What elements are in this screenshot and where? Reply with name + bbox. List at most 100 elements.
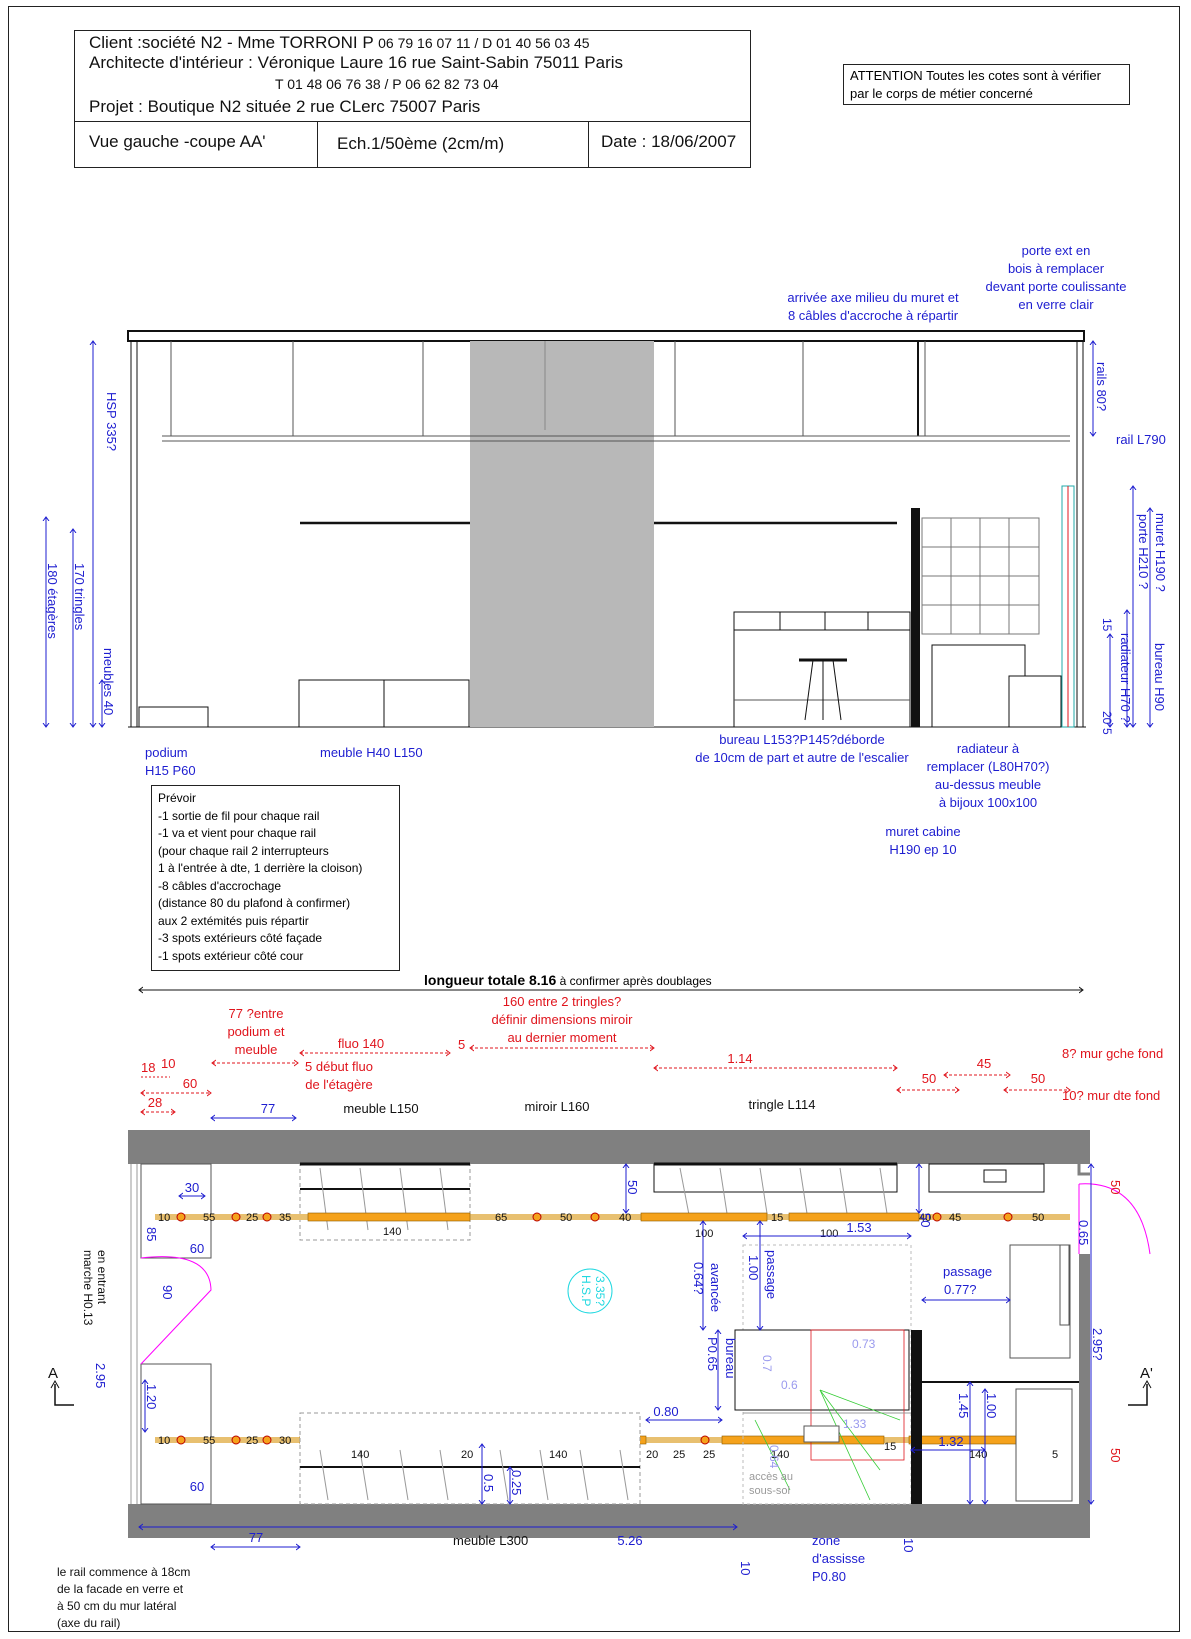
blue-passage2: passage bbox=[943, 1264, 992, 1279]
blue-bureau-v: P0.65 bbox=[705, 1337, 720, 1371]
bijoux-plan bbox=[1015, 1388, 1073, 1502]
bureau-plan bbox=[734, 1329, 910, 1411]
prevoir-box: Prévoir-1 sortie de fil pour chaque rail… bbox=[151, 785, 400, 971]
red-160-3: au dernier moment bbox=[507, 1030, 616, 1045]
date-label: Date : 18/06/2007 bbox=[601, 132, 737, 151]
svg-text:25: 25 bbox=[703, 1449, 715, 1461]
blue-080: 0.80 bbox=[653, 1404, 678, 1419]
podium-plan-bottom bbox=[140, 1363, 212, 1505]
scale-label: Ech.1/50ème (2cm/m) bbox=[337, 134, 505, 153]
label-bureau-2: de 10cm de part et autre de l'escalier bbox=[695, 750, 909, 765]
blue-120: 1.20 bbox=[144, 1384, 159, 1409]
note-axe-1: arrivée axe milieu du muret et bbox=[787, 290, 959, 305]
blue-avancee-v: 0.64? bbox=[691, 1262, 706, 1295]
red-10: 10 bbox=[161, 1056, 175, 1071]
red-160-2: définir dimensions miroir bbox=[492, 1012, 634, 1027]
label-podium-2: H15 P60 bbox=[145, 763, 196, 778]
svg-text:25: 25 bbox=[246, 1435, 258, 1447]
meuble-bijoux-elev bbox=[1008, 675, 1062, 728]
dim-etageres: 180 étagères bbox=[45, 563, 60, 639]
red-gche: 8? mur gche fond bbox=[1062, 1046, 1163, 1061]
ceiling-slab bbox=[127, 330, 1085, 342]
blue-zone-3: P0.80 bbox=[812, 1569, 846, 1584]
dim-meubles: meubles 40 bbox=[101, 648, 116, 715]
muret-cabine-plan bbox=[911, 1330, 922, 1504]
section-a2-arrow bbox=[1128, 1384, 1148, 1406]
red-77-1: 77 ?entre bbox=[229, 1006, 284, 1021]
left-note-2: marche H0.13 bbox=[81, 1250, 95, 1326]
label-radiateur-3: au-dessus meuble bbox=[935, 777, 1041, 792]
svg-text:20: 20 bbox=[461, 1449, 473, 1461]
dim-rail-l790: rail L790 bbox=[1116, 432, 1166, 447]
red-77-3: meuble bbox=[235, 1042, 278, 1057]
note-axe-2: 8 câbles d'accroche à répartir bbox=[788, 308, 959, 323]
blue-025: 0.25 bbox=[509, 1470, 524, 1495]
note-porte-1: porte ext en bbox=[1022, 243, 1091, 258]
red-fluo: fluo 140 bbox=[338, 1036, 384, 1051]
label-muret-1: muret cabine bbox=[885, 824, 960, 839]
client-line: Client :société N2 - Mme TORRONI P 06 79… bbox=[89, 33, 590, 52]
blue-passage2-v: 0.77? bbox=[944, 1282, 977, 1297]
label-radiateur-4: à bijoux 100x100 bbox=[939, 795, 1037, 810]
blue-avancee: avancée bbox=[708, 1263, 723, 1312]
blue-zone-2: d'assisse bbox=[812, 1551, 865, 1566]
red-60: 60 bbox=[183, 1076, 197, 1091]
label-podium-1: podium bbox=[145, 745, 188, 760]
svg-text:55: 55 bbox=[203, 1212, 215, 1224]
blue-passage-v: 1.00 bbox=[746, 1255, 761, 1280]
dim-radiateur: radiateur H70 ? bbox=[1118, 633, 1133, 723]
blue-bureau: bureau bbox=[723, 1338, 738, 1378]
svg-text:100: 100 bbox=[695, 1228, 713, 1240]
meuble-bottom-plan bbox=[299, 1412, 641, 1505]
svg-text:100: 100 bbox=[820, 1228, 838, 1240]
blue-10a: 10 bbox=[738, 1561, 753, 1575]
label-meuble-l150: meuble L150 bbox=[343, 1101, 418, 1116]
podium-plan-top bbox=[140, 1163, 212, 1259]
architect-phones: T 01 48 06 76 38 / P 06 62 82 73 04 bbox=[275, 76, 499, 92]
dim-5: 5 bbox=[1100, 728, 1114, 735]
svg-text:50: 50 bbox=[560, 1212, 572, 1224]
blue-065: 0.65 bbox=[1076, 1220, 1091, 1245]
zone-assise bbox=[742, 1244, 912, 1505]
note-porte-3: devant porte coulissante bbox=[986, 279, 1127, 294]
dim-bureau-h90: bureau H90 bbox=[1152, 643, 1167, 711]
label-bureau-1: bureau L153?P145?déborde bbox=[719, 732, 885, 747]
red-debut-1: 5 début fluo bbox=[305, 1059, 373, 1074]
bottom-note-2: de la facade en verre et bbox=[57, 1582, 184, 1596]
svg-text:25: 25 bbox=[673, 1449, 685, 1461]
sous-sol-2: sous-sol bbox=[749, 1485, 790, 1497]
section-a: A bbox=[48, 1365, 58, 1382]
bottom-note-4: (axe du rail) bbox=[57, 1616, 120, 1630]
svg-text:55: 55 bbox=[203, 1435, 215, 1447]
svg-text:50: 50 bbox=[1032, 1212, 1044, 1224]
svg-text:65: 65 bbox=[495, 1212, 507, 1224]
entrance-door-arc bbox=[140, 1256, 212, 1365]
blue-85: 85 bbox=[144, 1227, 159, 1241]
project-line: Projet : Boutique N2 située 2 rue CLerc … bbox=[89, 97, 481, 116]
blue-50-top: 50 bbox=[625, 1180, 640, 1194]
wall-right bbox=[1079, 1254, 1090, 1504]
left-note-1: en entrant bbox=[95, 1250, 109, 1305]
muret-cabine-elev bbox=[911, 508, 920, 727]
total-length-label: longueur totale 8.16 à confirmer après d… bbox=[424, 972, 712, 988]
meuble-elev-1 bbox=[298, 679, 385, 728]
svg-text:40: 40 bbox=[919, 1212, 931, 1224]
blue-295: 2.95 bbox=[93, 1363, 108, 1388]
svg-text:10: 10 bbox=[158, 1212, 170, 1224]
dim-20: 20 bbox=[1100, 711, 1114, 725]
svg-text:140: 140 bbox=[351, 1449, 369, 1461]
label-tringle: tringle L114 bbox=[749, 1097, 816, 1112]
bottom-note-3: à 50 cm du mur latéral bbox=[57, 1599, 176, 1613]
blue-145: 1.45 bbox=[956, 1393, 971, 1418]
blue-60b: 60 bbox=[190, 1479, 204, 1494]
wall-bottom bbox=[128, 1504, 1090, 1538]
blue-passage: passage bbox=[764, 1250, 779, 1299]
spots bbox=[176, 1212, 1013, 1445]
grey-07: 0.7 bbox=[760, 1355, 774, 1372]
red-r50a: 50 bbox=[1108, 1180, 1123, 1194]
section-a-arrow bbox=[54, 1384, 74, 1406]
red-77-2: podium et bbox=[227, 1024, 284, 1039]
wall-top bbox=[128, 1130, 1090, 1164]
view-label: Vue gauche -coupe AA' bbox=[89, 132, 266, 151]
